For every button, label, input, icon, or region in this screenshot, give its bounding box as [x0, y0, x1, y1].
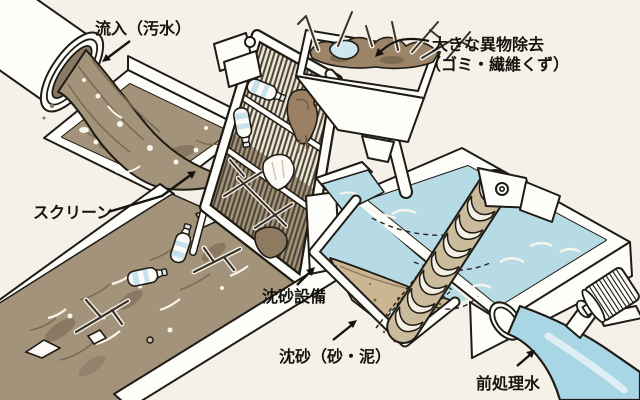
basket-spout [361, 135, 395, 163]
label-pretreated-water: 前処理水 [476, 374, 541, 393]
screw-mount [477, 167, 561, 223]
bar-screen [189, 29, 343, 289]
label-settled-grit: 沈砂（砂・泥） [279, 347, 391, 366]
label-debris-removal-line2: （ゴミ・繊維くず） [425, 55, 569, 74]
debris-basket [295, 9, 475, 199]
label-inflow: 流入（汚水） [95, 19, 191, 38]
plastic-bag-debris [262, 153, 295, 191]
labels: 流入（汚水） 大きな異物除去 （ゴミ・繊維くず） スクリーン 沈砂設備 沈砂（砂… [33, 19, 569, 393]
paper-debris [86, 328, 108, 346]
outlet-assembly [488, 266, 640, 400]
arrow-debris-removal [375, 37, 430, 57]
arrow-inflow [102, 40, 131, 62]
label-debris-removal-line1: 大きな異物除去 [432, 35, 544, 54]
basket-debris [295, 9, 475, 70]
label-screen: スクリーン [33, 204, 112, 222]
rag-debris [286, 88, 319, 153]
arrow-pretreated-water [516, 350, 535, 367]
pump-motor [581, 266, 640, 324]
arrow-settled-grit [332, 320, 357, 341]
screw-conveyor [375, 167, 561, 344]
branch-debris [191, 245, 243, 275]
chamber-water [368, 166, 606, 306]
plastic-bag-debris [329, 39, 360, 60]
stick-debris [221, 157, 295, 231]
rag-debris [254, 226, 288, 259]
arrow-grit-facility [296, 267, 315, 286]
branch-debris [73, 297, 131, 335]
screened-water-inlet [321, 169, 385, 213]
screen-rake-motor [213, 32, 262, 88]
label-grit-facility: 沈砂設備 [262, 287, 326, 306]
stick-debris [295, 9, 475, 63]
paper-debris [24, 339, 62, 359]
arrow-screen [107, 171, 196, 214]
